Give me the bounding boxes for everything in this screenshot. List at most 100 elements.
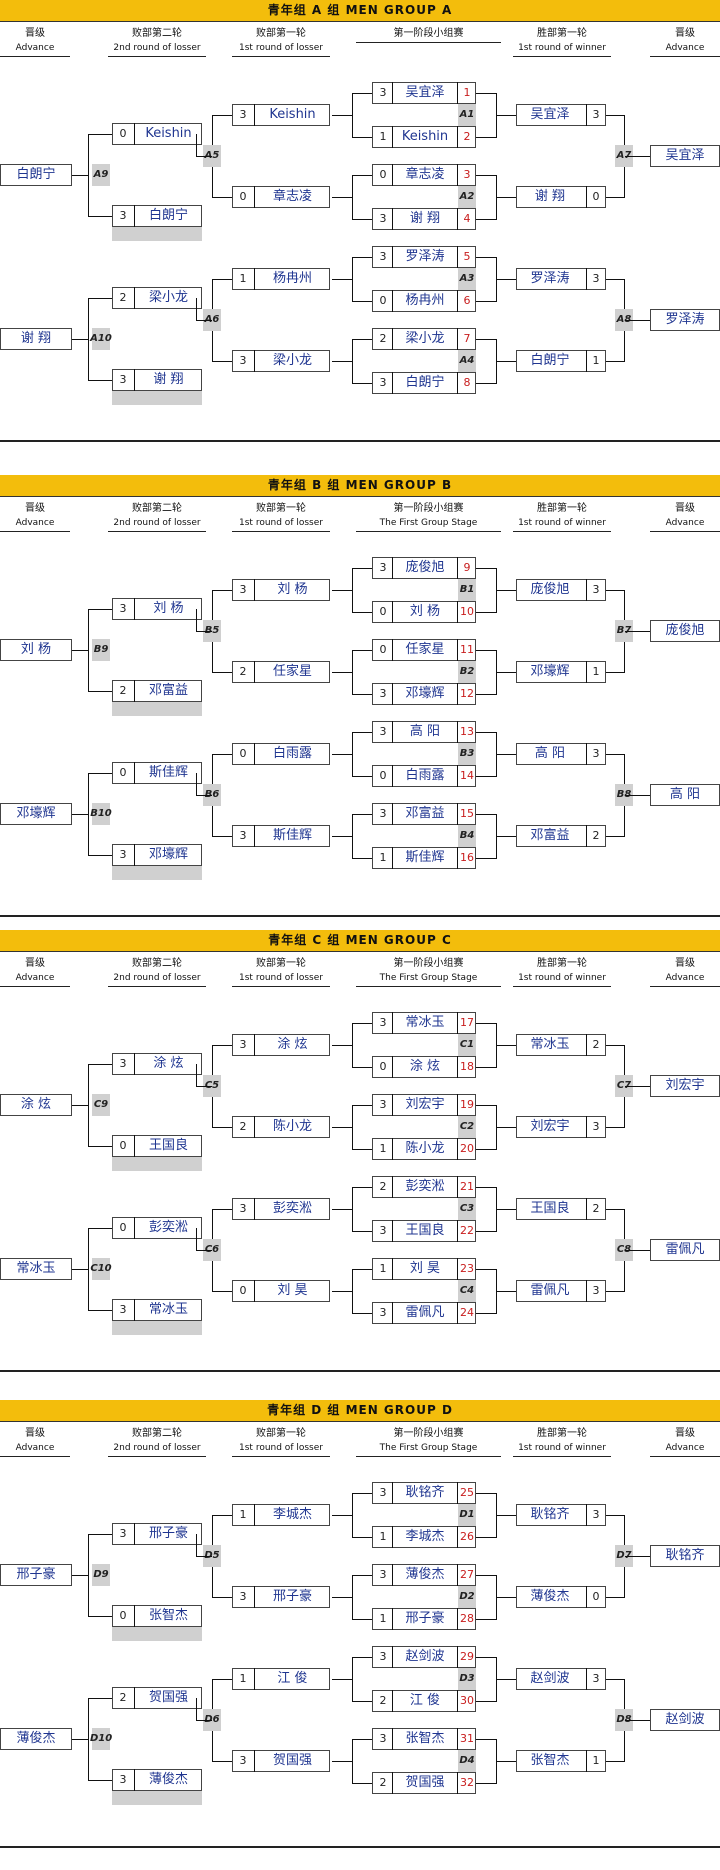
player-slot[interactable] <box>372 372 476 394</box>
player-slot[interactable] <box>372 1526 476 1548</box>
bracket-line <box>496 1597 516 1598</box>
loser1-slot[interactable] <box>232 1668 330 1690</box>
advance-slot[interactable] <box>0 328 72 350</box>
player-slot[interactable] <box>372 1564 476 1586</box>
player-slot[interactable] <box>372 721 476 743</box>
match-label-bg <box>458 1750 476 1772</box>
match-label-bg <box>92 803 110 825</box>
winner-slot[interactable] <box>516 1586 606 1608</box>
player-slot[interactable] <box>372 1056 476 1078</box>
seed-number: 21 <box>460 1180 474 1193</box>
winner-slot[interactable] <box>516 661 606 683</box>
loser1-slot[interactable] <box>232 1116 330 1138</box>
player-slot[interactable] <box>372 1302 476 1324</box>
player-slot[interactable] <box>372 1690 476 1712</box>
loser1-slot[interactable] <box>232 743 330 765</box>
score red: 3 <box>119 602 127 615</box>
player-slot[interactable] <box>372 1646 476 1668</box>
winner-slot[interactable] <box>516 579 606 601</box>
bracket-line <box>88 380 112 381</box>
winner-slot[interactable] <box>516 1668 606 1690</box>
advance-slot[interactable] <box>0 1564 72 1586</box>
player-slot[interactable] <box>372 639 476 661</box>
loser1-slot[interactable] <box>232 186 330 208</box>
score: 3 <box>379 687 387 700</box>
advance-slot[interactable] <box>0 164 72 186</box>
player-slot[interactable] <box>372 765 476 787</box>
winner-slot[interactable] <box>516 1034 606 1056</box>
player-slot[interactable] <box>372 847 476 869</box>
winner-slot[interactable] <box>516 743 606 765</box>
player-slot[interactable] <box>372 1728 476 1750</box>
column-header-en: 2nd round of losser <box>113 43 201 53</box>
advance-slot[interactable] <box>0 1728 72 1750</box>
winner-slot[interactable] <box>516 268 606 290</box>
winner-slot[interactable] <box>516 104 606 126</box>
score-divider <box>254 661 255 683</box>
player-slot[interactable] <box>372 1012 476 1034</box>
score-divider <box>392 1646 393 1668</box>
match-label: C8 <box>616 1244 632 1255</box>
player-slot[interactable] <box>372 1138 476 1160</box>
score red: 3 <box>239 1202 247 1215</box>
seed-number: 22 <box>460 1224 474 1237</box>
loser1-slot[interactable] <box>232 1750 330 1772</box>
loser1-slot[interactable] <box>232 579 330 601</box>
advance-slot[interactable] <box>0 803 72 825</box>
player-slot[interactable] <box>372 164 476 186</box>
player-slot[interactable] <box>372 803 476 825</box>
score-divider <box>254 1280 255 1302</box>
loser1-slot[interactable] <box>232 350 330 372</box>
player-slot[interactable] <box>372 82 476 104</box>
winner-slot[interactable] <box>516 1198 606 1220</box>
bracket-line <box>352 858 372 859</box>
loser1-slot[interactable] <box>232 1586 330 1608</box>
player-slot[interactable] <box>372 290 476 312</box>
loser1-slot[interactable] <box>232 825 330 847</box>
loser1-slot[interactable] <box>232 1034 330 1056</box>
player-slot[interactable] <box>372 1094 476 1116</box>
loser1-slot[interactable] <box>232 1504 330 1526</box>
player-slot[interactable] <box>372 246 476 268</box>
advance-slot[interactable] <box>0 639 72 661</box>
player-slot[interactable] <box>372 1482 476 1504</box>
winner-slot[interactable] <box>516 186 606 208</box>
match-label-bg <box>615 1075 633 1097</box>
player-slot[interactable] <box>372 557 476 579</box>
loser1-slot[interactable] <box>232 104 330 126</box>
bracket-line <box>476 1701 496 1702</box>
advance-slot[interactable] <box>0 1258 72 1280</box>
winner-slot[interactable] <box>516 350 606 372</box>
player-name: 庞俊旭 <box>530 582 570 597</box>
player-slot[interactable] <box>372 328 476 350</box>
winner-slot[interactable] <box>516 1504 606 1526</box>
player-slot[interactable] <box>372 208 476 230</box>
loser1-slot[interactable] <box>232 1198 330 1220</box>
player-slot[interactable] <box>372 126 476 148</box>
column-header-underline <box>0 1456 70 1457</box>
score-divider <box>392 1138 393 1160</box>
winner-slot[interactable] <box>516 1116 606 1138</box>
player-slot[interactable] <box>372 1220 476 1242</box>
loser1-slot[interactable] <box>232 1280 330 1302</box>
seed-divider <box>457 601 458 623</box>
loser1-slot[interactable] <box>232 268 330 290</box>
winner-slot[interactable] <box>516 1750 606 1772</box>
advance-slot[interactable] <box>0 1094 72 1116</box>
player-slot[interactable] <box>372 601 476 623</box>
player-slot[interactable] <box>372 1258 476 1280</box>
bracket-line <box>352 814 353 859</box>
score-divider <box>392 1772 393 1794</box>
player-slot[interactable] <box>372 683 476 705</box>
score-divider <box>392 1012 393 1034</box>
winner-slot[interactable] <box>516 1280 606 1302</box>
player-slot[interactable] <box>372 1608 476 1630</box>
player-slot[interactable] <box>372 1772 476 1794</box>
loser1-slot[interactable] <box>232 661 330 683</box>
player-name: 李城杰 <box>272 1507 312 1522</box>
match-label: A3 <box>459 273 475 284</box>
bracket-line <box>606 836 624 837</box>
player-slot[interactable] <box>372 1176 476 1198</box>
winner-slot[interactable] <box>516 825 606 847</box>
